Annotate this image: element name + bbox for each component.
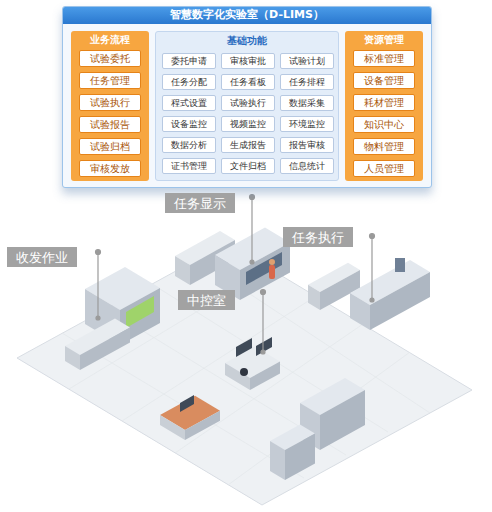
function-text: 试验计划 xyxy=(289,55,325,68)
function-box: 生成报告 xyxy=(221,137,275,153)
function-text: 知识中心 xyxy=(364,118,404,132)
function-text: 设备监控 xyxy=(171,118,207,131)
function-text: 环境监控 xyxy=(289,118,325,131)
function-box: 数据分析 xyxy=(162,137,216,153)
callout-text: 任务显示 xyxy=(174,196,226,211)
function-text: 试验委托 xyxy=(90,52,130,66)
function-text: 物料管理 xyxy=(364,140,404,154)
person xyxy=(269,259,275,279)
function-box: 试验归档 xyxy=(79,138,141,155)
column-heading: 资源管理 xyxy=(345,31,423,48)
function-text: 设备管理 xyxy=(364,74,404,88)
function-box: 报告审核 xyxy=(280,137,334,153)
function-box: 文件归档 xyxy=(221,158,275,174)
function-box: 审核审批 xyxy=(221,53,275,69)
function-text: 试验报告 xyxy=(90,118,130,132)
execution-station xyxy=(350,258,430,330)
function-text: 任务管理 xyxy=(90,74,130,88)
function-box: 设备管理 xyxy=(353,72,415,89)
function-text: 耗材管理 xyxy=(364,96,404,110)
function-box: 任务管理 xyxy=(79,72,141,89)
function-text: 程式设置 xyxy=(171,97,207,110)
function-box: 试验报告 xyxy=(79,116,141,133)
callout-label: 任务执行 xyxy=(283,227,353,247)
function-text: 文件归档 xyxy=(230,160,266,173)
desk xyxy=(160,395,220,440)
function-box: 任务看板 xyxy=(221,74,275,90)
function-box: 试验委托 xyxy=(79,50,141,67)
function-box: 数据采集 xyxy=(280,95,334,111)
function-text: 审核发放 xyxy=(90,162,130,176)
function-text: 试验归档 xyxy=(90,140,130,154)
callout-label: 收发作业 xyxy=(7,247,77,267)
function-box: 程式设置 xyxy=(162,95,216,111)
column-heading: 业务流程 xyxy=(71,31,149,48)
function-box: 任务排程 xyxy=(280,74,334,90)
function-text: 任务看板 xyxy=(230,76,266,89)
module-column: 资源管理标准管理设备管理耗材管理知识中心物料管理人员管理 xyxy=(345,31,423,181)
callout-text: 收发作业 xyxy=(16,250,68,265)
function-box: 耗材管理 xyxy=(353,94,415,111)
function-box: 信息统计 xyxy=(280,158,334,174)
callout-label: 任务显示 xyxy=(165,193,235,213)
control-desk xyxy=(225,337,280,390)
panel-title: 智慧数字化实验室（D-LIMS） xyxy=(63,7,431,24)
function-text: 试验执行 xyxy=(90,96,130,110)
callout-text: 中控室 xyxy=(187,293,226,308)
function-box: 知识中心 xyxy=(353,116,415,133)
function-text: 人员管理 xyxy=(364,162,404,176)
function-box: 委托申请 xyxy=(162,53,216,69)
function-box: 证书管理 xyxy=(162,158,216,174)
function-text: 报告审核 xyxy=(289,139,325,152)
function-box: 设备监控 xyxy=(162,116,216,132)
function-box: 任务分配 xyxy=(162,74,216,90)
column-heading: 基础功能 xyxy=(156,32,338,49)
function-box: 审核发放 xyxy=(79,160,141,177)
cabinet xyxy=(270,425,315,481)
leader-lines xyxy=(96,195,375,355)
function-text: 试验执行 xyxy=(230,97,266,110)
function-box: 人员管理 xyxy=(353,160,415,177)
function-text: 证书管理 xyxy=(171,160,207,173)
module-column: 业务流程试验委托任务管理试验执行试验报告试验归档审核发放 xyxy=(71,31,149,181)
lab-floor xyxy=(17,243,472,505)
function-text: 标准管理 xyxy=(364,52,404,66)
function-box: 试验执行 xyxy=(221,95,275,111)
function-box: 试验计划 xyxy=(280,53,334,69)
function-text: 任务分配 xyxy=(171,76,207,89)
function-box: 标准管理 xyxy=(353,50,415,67)
function-box: 试验执行 xyxy=(79,94,141,111)
function-text: 生成报告 xyxy=(230,139,266,152)
function-box: 环境监控 xyxy=(280,116,334,132)
function-text: 数据分析 xyxy=(171,139,207,152)
dashboard-panel: 智慧数字化实验室（D-LIMS） 业务流程试验委托任务管理试验执行试验报告试验归档… xyxy=(62,6,432,188)
function-box: 物料管理 xyxy=(353,138,415,155)
function-text: 视频监控 xyxy=(230,118,266,131)
bench xyxy=(65,319,130,371)
module-column: 基础功能委托申请 审核审批 试验计划任务分配 任务看板 任务排程程式设置 试验执行 数据采集… xyxy=(155,31,339,181)
callout-text: 任务执行 xyxy=(292,230,344,245)
function-text: 数据采集 xyxy=(289,97,325,110)
callout-label: 中控室 xyxy=(178,290,235,310)
function-text: 委托申请 xyxy=(171,55,207,68)
function-text: 信息统计 xyxy=(289,160,325,173)
function-box: 视频监控 xyxy=(221,116,275,132)
function-text: 任务排程 xyxy=(289,76,325,89)
function-text: 审核审批 xyxy=(230,55,266,68)
